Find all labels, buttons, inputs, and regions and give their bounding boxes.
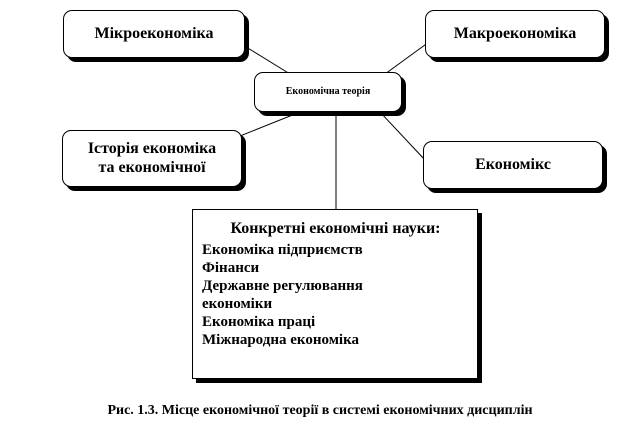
history-box: Історія економіка та економічної [62, 130, 242, 187]
connector-economics-theory [379, 111, 426, 161]
history-label-line1: Історія економіка [87, 140, 217, 158]
economic-theory-box: Економічна теорія [254, 72, 402, 112]
concrete-item: Міжнародна економіка [202, 332, 359, 348]
concrete-sciences-title: Конкретні економічні науки: [230, 220, 441, 237]
microeconomics-label: Мікроекономіка [94, 24, 214, 42]
microeconomics-box: Мікроекономіка [63, 10, 245, 58]
economic-theory-label: Економічна теорія [285, 86, 371, 98]
concrete-sciences-box: Конкретні економічні науки: Економіка пі… [192, 209, 478, 379]
concrete-item: Економіка підприємств [202, 242, 363, 258]
macroeconomics-box: Макроекономіка [425, 10, 605, 58]
figure-caption: Рис. 1.3. Місце економічної теорії в сис… [107, 403, 533, 418]
concrete-item: Фінанси [202, 260, 260, 276]
concrete-item: Економіка праці [202, 314, 316, 330]
concrete-item: Державне регулювання [202, 278, 363, 294]
history-label-line2: та економічної [98, 158, 206, 176]
economics-box: Економікс [423, 141, 603, 189]
economics-label: Економікс [475, 155, 551, 173]
macroeconomics-label: Макроекономіка [453, 24, 577, 42]
concrete-item: економіки [202, 296, 273, 312]
